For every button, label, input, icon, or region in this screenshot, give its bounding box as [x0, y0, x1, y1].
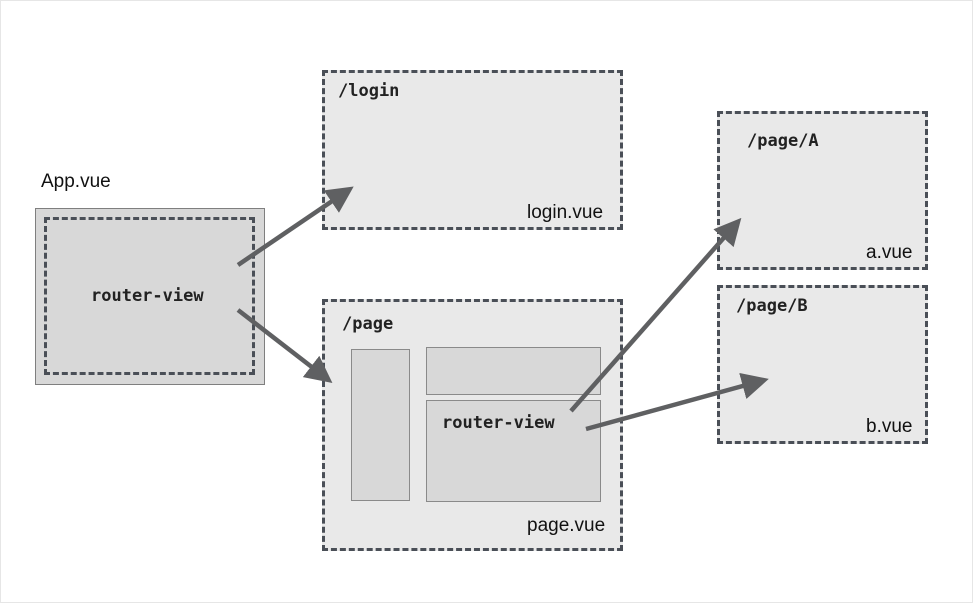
page-router-view-box — [426, 400, 601, 502]
page-router-view-label: router-view — [442, 413, 555, 433]
page-header-block — [426, 347, 601, 395]
arrow-page-to-a — [569, 217, 742, 413]
page-b-file: b.vue — [866, 416, 913, 437]
app-router-view-label: router-view — [91, 286, 204, 306]
login-box — [322, 70, 623, 230]
arrow-app-to-page — [236, 308, 333, 383]
arrow-page-to-b — [585, 372, 769, 432]
page-sidebar-block — [351, 349, 410, 501]
page-route: /page — [342, 314, 394, 334]
page-a-route: /page/A — [747, 131, 819, 151]
login-file: login.vue — [527, 202, 604, 223]
page-file: page.vue — [527, 515, 606, 536]
app-box — [35, 208, 265, 385]
page-a-box — [717, 111, 928, 270]
arrow-app-to-login — [236, 186, 354, 267]
page-b-route: /page/B — [736, 296, 808, 316]
page-b-box — [717, 285, 928, 444]
login-route: /login — [338, 81, 400, 101]
app-title: App.vue — [41, 171, 111, 192]
app-router-view-box — [44, 217, 255, 375]
page-a-file: a.vue — [866, 242, 913, 263]
